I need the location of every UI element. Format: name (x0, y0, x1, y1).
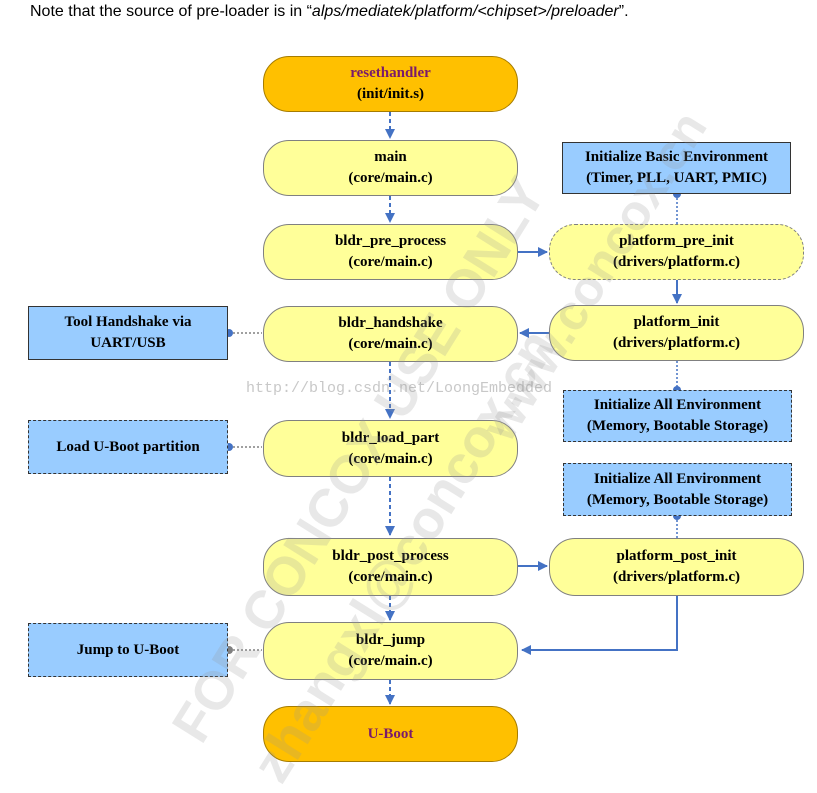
node-resethandler: resethandler (init/init.s) (263, 56, 518, 112)
node-init-all-env-2: Initialize All Environment (Memory, Boot… (563, 463, 792, 516)
node-sublabel: (core/main.c) (348, 569, 433, 585)
node-init-basic-env: Initialize Basic Environment (Timer, PLL… (562, 142, 791, 194)
node-label: platform_pre_init (619, 233, 734, 249)
node-label: bldr_jump (355, 632, 426, 648)
node-label: platform_init (633, 314, 720, 330)
node-label: Initialize Basic Environment (584, 149, 769, 165)
node-load-uboot-partition: Load U-Boot partition (28, 420, 228, 474)
note-text: Note that the source of pre-loader is in… (30, 3, 629, 20)
node-uboot: U-Boot (263, 706, 518, 762)
node-label: bldr_handshake (338, 315, 443, 331)
node-sublabel: (Timer, PLL, UART, PMIC) (586, 170, 767, 186)
node-bldr-load-part: bldr_load_part (core/main.c) (263, 420, 518, 477)
node-sublabel: (drivers/platform.c) (612, 569, 741, 585)
node-bldr-jump: bldr_jump (core/main.c) (263, 622, 518, 680)
node-init-all-env-1: Initialize All Environment (Memory, Boot… (563, 390, 792, 442)
node-sublabel: (core/main.c) (348, 653, 433, 669)
node-sublabel: (Memory, Bootable Storage) (586, 491, 769, 508)
node-bldr-handshake: bldr_handshake (core/main.c) (263, 306, 518, 362)
edge-postinit-jump (521, 596, 678, 655)
node-label: Jump to U-Boot (76, 641, 180, 658)
node-sublabel: (core/main.c) (348, 450, 433, 467)
node-bldr-post-process: bldr_post_process (core/main.c) (263, 538, 518, 596)
node-jump-to-uboot: Jump to U-Boot (28, 623, 228, 677)
node-sublabel: (drivers/platform.c) (612, 254, 741, 270)
node-sublabel: (drivers/platform.c) (612, 335, 741, 351)
node-platform-post-init: platform_post_init (drivers/platform.c) (549, 538, 804, 596)
node-sublabel: (core/main.c) (348, 254, 433, 270)
node-label: Load U-Boot partition (56, 438, 200, 455)
node-label: Initialize All Environment (593, 470, 762, 487)
node-label: Tool Handshake via (64, 314, 192, 330)
node-sublabel: (core/main.c) (348, 336, 433, 352)
node-main: main (core/main.c) (263, 140, 518, 196)
watermark-url: http://blog.csdn.net/LoongEmbedded (246, 380, 553, 397)
node-bldr-pre-process: bldr_pre_process (core/main.c) (263, 224, 518, 280)
node-label: bldr_post_process (332, 548, 449, 564)
node-sublabel: (core/main.c) (348, 170, 433, 186)
node-label: bldr_load_part (341, 429, 440, 446)
node-sublabel: (init/init.s) (356, 86, 425, 102)
node-label: platform_post_init (616, 548, 737, 564)
node-sublabel: UART/USB (90, 335, 166, 351)
node-label: Initialize All Environment (593, 397, 762, 413)
node-label: resethandler (350, 65, 431, 81)
node-tool-handshake: Tool Handshake via UART/USB (28, 306, 228, 360)
node-sublabel: (Memory, Bootable Storage) (586, 418, 769, 434)
node-platform-init: platform_init (drivers/platform.c) (549, 305, 804, 361)
node-label: main (374, 149, 407, 165)
node-label: bldr_pre_process (334, 233, 447, 249)
node-platform-pre-init: platform_pre_init (drivers/platform.c) (549, 224, 804, 280)
node-label: U-Boot (367, 725, 414, 742)
